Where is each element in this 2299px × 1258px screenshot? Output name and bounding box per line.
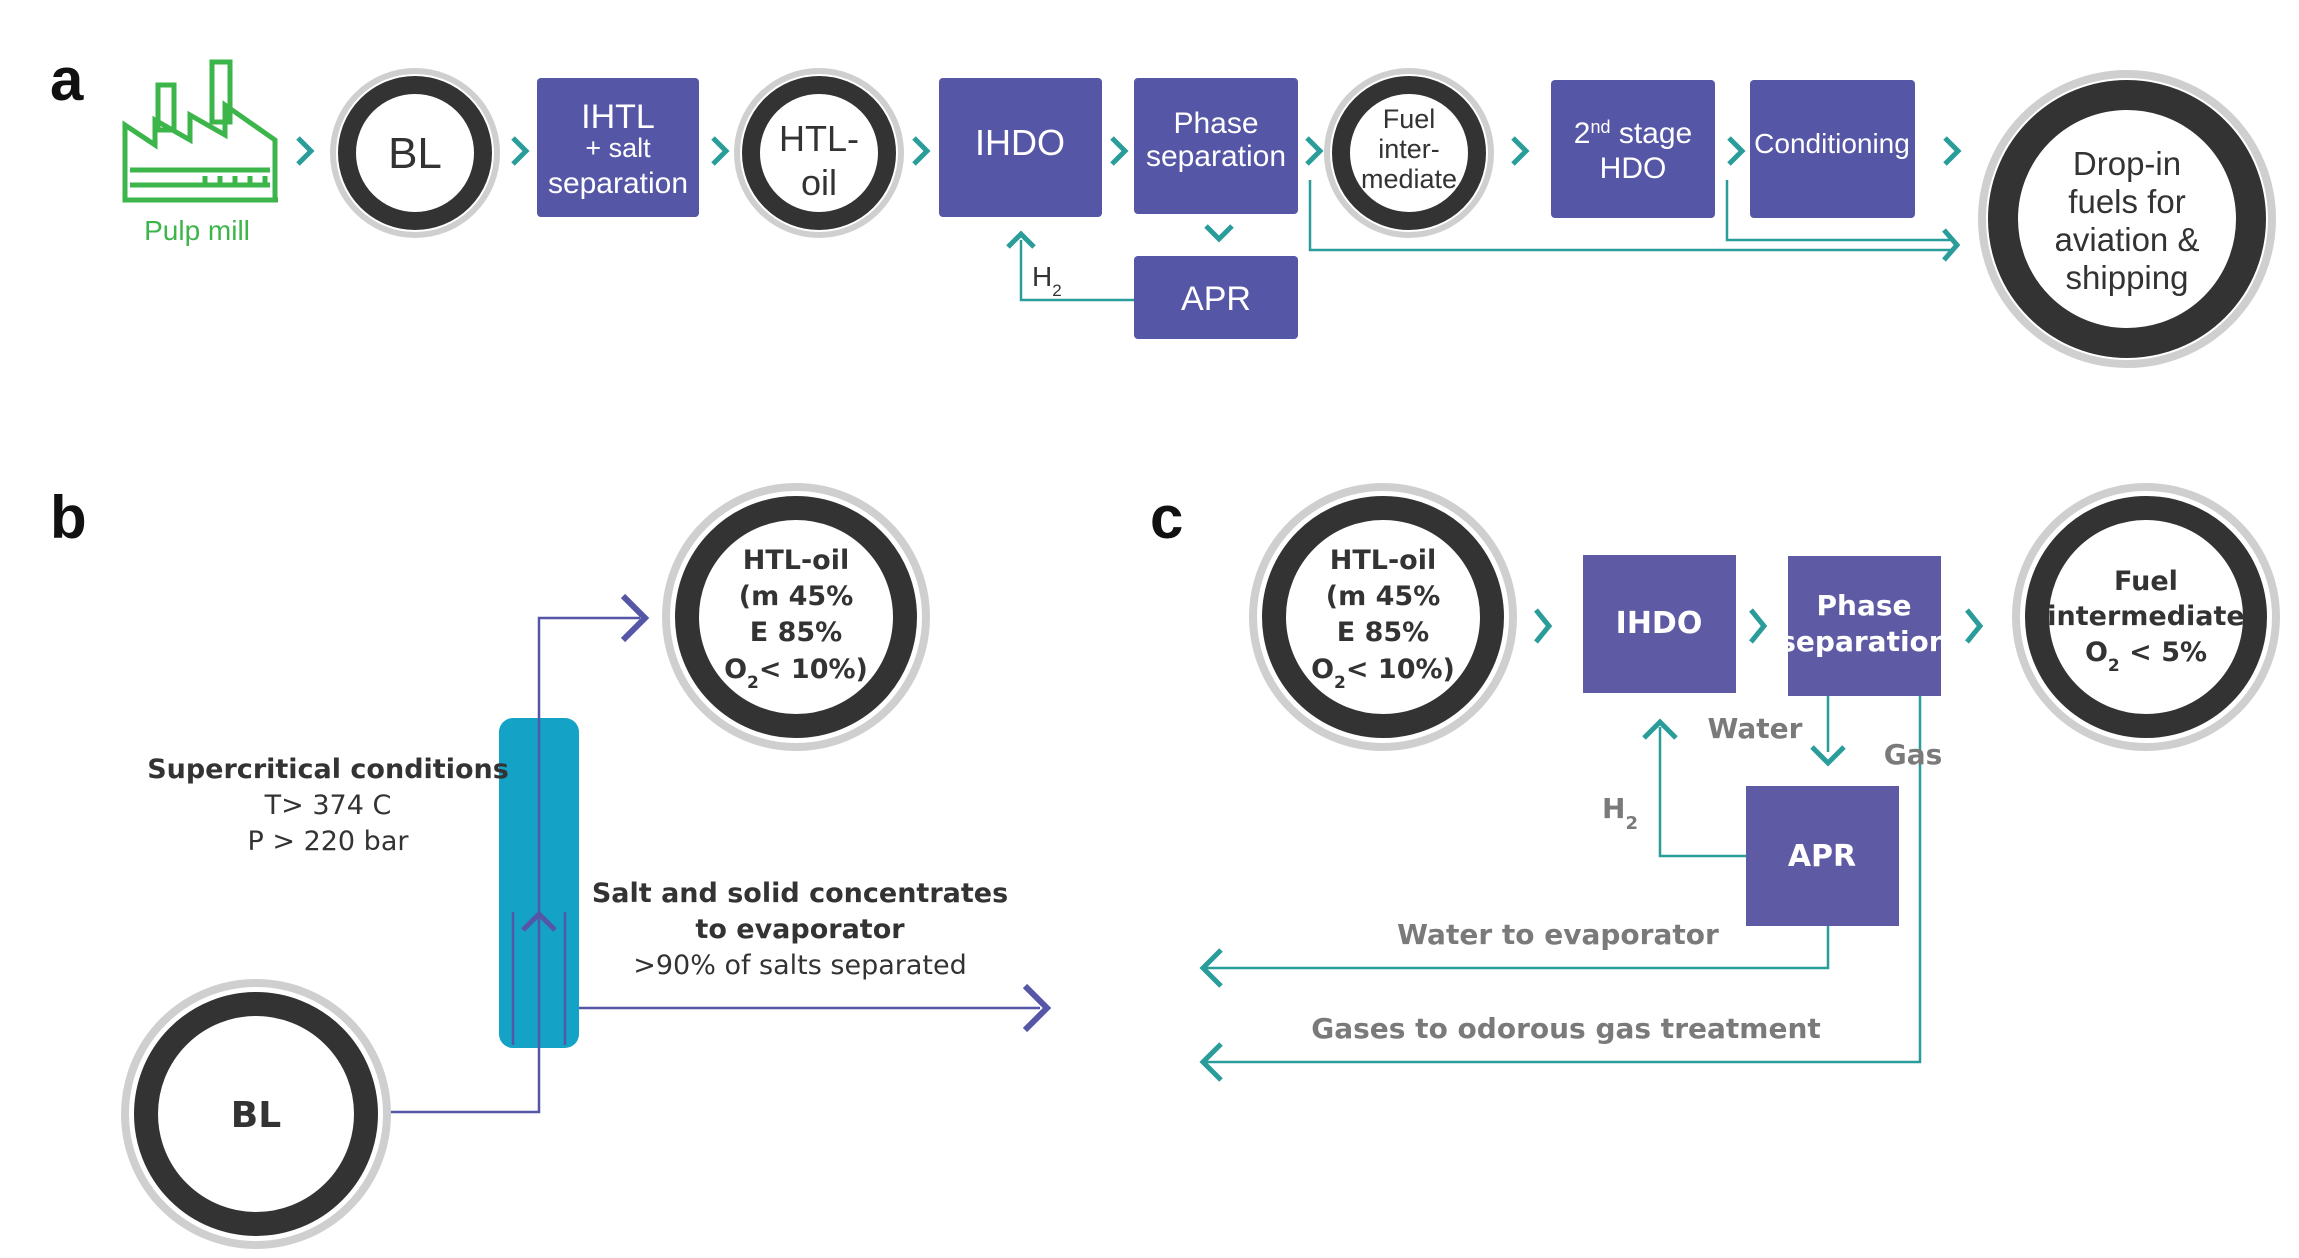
chevron-down-icon (1810, 745, 1846, 767)
chevron-icon (1534, 608, 1553, 644)
phase-separation-box-a: Phase separation (1134, 78, 1298, 214)
bl-node-b: BL (121, 979, 391, 1249)
chevron-icon (1511, 136, 1530, 166)
fuel-intermediate-node-a: Fuel inter- mediate (1324, 68, 1494, 238)
panel-a-letter: a (50, 46, 84, 113)
ihtl-box: IHTL + salt separation (537, 78, 699, 217)
htl-oil-c-label-4: O2< 10%) (1311, 654, 1455, 693)
pressure-label: P > 220 bar (248, 826, 410, 857)
salt-label-3: >90% of salts separated (633, 950, 967, 981)
bl-label: BL (388, 129, 442, 178)
chevron-icon (1305, 136, 1324, 166)
dropin-label-3: aviation & (2055, 221, 2200, 258)
htl-oil-b-label-1: HTL-oil (743, 545, 849, 576)
drop-in-fuels-node: Drop-in fuels for aviation & shipping (1978, 70, 2276, 368)
fuel-intermediate-node-c: Fuel intermediate O2 < 5% (2012, 483, 2280, 751)
dropin-label-2: fuels for (2068, 183, 2185, 220)
htl-oil-label-1: HTL- (779, 118, 859, 159)
separation-c-label: separation (1779, 625, 1948, 658)
fuel-label-1: Fuel (1383, 104, 1436, 134)
phase-label: Phase (1173, 107, 1258, 140)
chevron-icon (511, 136, 530, 166)
factory-icon (122, 59, 278, 203)
phase-c-label: Phase (1816, 589, 1911, 622)
chevron-icon (1110, 136, 1129, 166)
ihtl-label: IHTL (581, 98, 655, 136)
chevron-left-icon (1199, 948, 1223, 988)
gas-label: Gas (1884, 738, 1943, 771)
h2-label-a: H2 (1032, 261, 1062, 300)
chevron-icon (1943, 136, 1962, 166)
chevron-up-icon (1006, 230, 1036, 249)
second-stage-label: 2nd stage (1574, 117, 1692, 150)
htl-oil-c-label-1: HTL-oil (1330, 545, 1436, 576)
htl-oil-b-label-2: (m 45% (739, 581, 854, 612)
chevron-icon (1749, 608, 1768, 644)
htl-oil-c-label-3: E 85% (1337, 617, 1429, 648)
pulp-mill-label: Pulp mill (144, 215, 250, 246)
reactor-flow-lines (388, 616, 1040, 1114)
chevron-down-icon (1204, 224, 1234, 243)
ihdo-label: IHDO (975, 122, 1065, 163)
chevron-up-icon (1642, 718, 1678, 740)
water-evaporator-label: Water to evaporator (1397, 918, 1719, 951)
chevron-icon (711, 136, 730, 166)
htl-oil-node-c: HTL-oil (m 45% E 85% O2< 10%) (1249, 483, 1517, 751)
htl-oil-node-a: HTL- oil (734, 68, 904, 238)
chevron-up-icon (521, 910, 557, 932)
apr-label: APR (1181, 280, 1251, 318)
chevron-icon (1727, 136, 1746, 166)
dropin-label-1: Drop-in (2073, 145, 2181, 182)
salt-label-1: Salt and solid concentrates (592, 878, 1008, 909)
bl-node-a: BL (330, 68, 500, 238)
panel-c-flow-lines (1205, 696, 1922, 1064)
chevron-icon (296, 136, 315, 166)
apr-c-label: APR (1788, 839, 1856, 874)
salt-label-2: to evaporator (695, 914, 905, 945)
flow-chevrons-a (296, 136, 1962, 166)
separation-label: separation (1146, 140, 1286, 173)
fuel-c-label-3: O2 < 5% (2085, 637, 2207, 676)
temperature-label: T> 374 C (264, 790, 392, 821)
second-stage-hdo-box: 2nd stage HDO (1551, 80, 1715, 218)
htl-oil-node-b: HTL-oil (m 45% E 85% O2< 10%) (662, 483, 930, 751)
ihdo-box-c: IHDO (1583, 555, 1736, 693)
htl-oil-label-2: oil (801, 162, 837, 203)
supercritical-label: Supercritical conditions (147, 754, 509, 785)
flow-chevrons-c (1534, 608, 1984, 644)
h2-c-label: H2 (1602, 792, 1638, 834)
fuel-label-2: inter- (1378, 134, 1440, 164)
fuel-label-3: mediate (1361, 164, 1457, 194)
apr-box-c: APR (1746, 786, 1899, 926)
water-label: Water (1708, 712, 1803, 745)
apr-box-a: APR (1134, 256, 1298, 339)
dropin-label-4: shipping (2066, 259, 2189, 296)
chevron-icon (620, 593, 650, 643)
chevron-icon (1965, 608, 1984, 644)
bl-b-label: BL (231, 1095, 281, 1136)
htl-oil-c-label-2: (m 45% (1326, 581, 1441, 612)
ihtl-salt-label: + salt (585, 133, 651, 163)
panel-b-letter: b (50, 484, 87, 551)
fuel-c-label-2: intermediate (2047, 601, 2244, 632)
panel-c-letter: c (1150, 484, 1183, 551)
ihdo-box-a: IHDO (939, 78, 1102, 217)
phase-separation-box-c: Phase separation (1779, 556, 1949, 696)
conditioning-label: Conditioning (1754, 128, 1910, 159)
h2-recycle-line-a (1019, 240, 1134, 302)
chevron-icon (1022, 983, 1052, 1033)
hdo-label: HDO (1600, 152, 1667, 185)
chevron-left-icon (1199, 1042, 1223, 1082)
conditioning-box: Conditioning (1750, 80, 1915, 218)
ihdo-c-label: IHDO (1616, 606, 1703, 641)
ihtl-separation-label: separation (548, 167, 688, 200)
gases-odor-label: Gases to odorous gas treatment (1311, 1012, 1821, 1045)
fuel-c-label-1: Fuel (2114, 566, 2178, 597)
htl-oil-b-label-3: E 85% (750, 617, 842, 648)
chevron-icon (912, 136, 931, 166)
htl-oil-b-label-4: O2< 10%) (724, 654, 868, 693)
bypass-lines-a (1308, 180, 1961, 262)
